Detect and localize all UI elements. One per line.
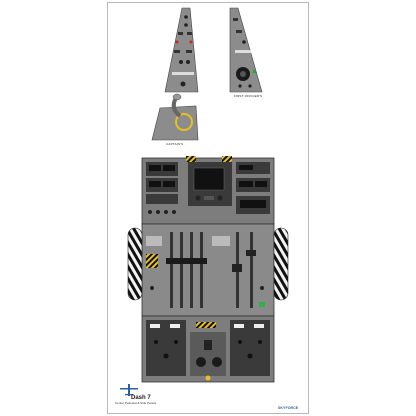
captain-panel-switch[interactable]: [178, 32, 183, 35]
poster-title: Dash 7: [131, 395, 151, 401]
first-officer-panel-label: FIRST OFFICER'S: [234, 94, 263, 98]
rudder-trim-knob[interactable]: [196, 357, 206, 367]
tiller-panel: [151, 93, 199, 141]
pedestal-throttle-quadrant: [127, 223, 289, 317]
power-lever-3[interactable]: [186, 258, 197, 264]
fo-panel-knob[interactable]: [248, 84, 252, 88]
control-panel: [146, 320, 186, 376]
aircraft-silhouette-icon: [120, 384, 138, 396]
captain-side-panel: [164, 7, 199, 93]
trim-wheel-right[interactable]: [273, 227, 289, 301]
power-lever-1[interactable]: [166, 258, 177, 264]
flap-lever[interactable]: [246, 250, 256, 256]
fo-panel-knob[interactable]: [242, 40, 246, 44]
captain-panel-knob[interactable]: [180, 81, 186, 87]
captain-panel-placard: [172, 72, 194, 75]
tiller-handle-base[interactable]: [175, 113, 193, 131]
amber-indicator: [205, 375, 211, 381]
hazard-stripe: [196, 322, 216, 328]
gps-knob[interactable]: [195, 195, 201, 201]
trim-wheel-left[interactable]: [127, 227, 143, 301]
hazard-stripe: [186, 156, 196, 162]
gps-knob[interactable]: [217, 195, 223, 201]
first-officer-side-panel: [229, 7, 263, 93]
brand-logo-text: SKYFORCE: [278, 406, 299, 410]
radio-knob[interactable]: [156, 210, 160, 214]
captain-panel-indicator: [189, 40, 193, 44]
fo-panel-big-knob-center: [240, 71, 246, 77]
panel-knob[interactable]: [163, 353, 169, 359]
panel-knob[interactable]: [154, 340, 158, 344]
center-control-block: [190, 332, 226, 376]
captain-panel-switch[interactable]: [174, 50, 180, 53]
captain-panel-knob[interactable]: [184, 15, 188, 19]
radio-knob[interactable]: [172, 210, 176, 214]
panel-knob[interactable]: [258, 340, 262, 344]
radio-display: [146, 194, 178, 204]
fo-panel-switch[interactable]: [233, 18, 238, 21]
radio-knob[interactable]: [164, 210, 168, 214]
gps-screen: [193, 167, 225, 191]
condition-lever[interactable]: [232, 264, 242, 272]
fo-panel-switch[interactable]: [236, 30, 242, 33]
hazard-stripe: [146, 254, 158, 268]
hazard-stripe: [222, 156, 232, 162]
control-panel: [230, 320, 270, 376]
radio-knob[interactable]: [148, 210, 152, 214]
panel-knob[interactable]: [247, 353, 253, 359]
captain-panel-knob[interactable]: [186, 60, 190, 64]
power-lever-2[interactable]: [176, 258, 187, 264]
captain-panel-switch[interactable]: [187, 32, 192, 35]
green-indicator: [259, 302, 265, 307]
captain-panel-label: CAPTAIN'S: [166, 142, 184, 146]
captain-panel-indicator: [175, 40, 179, 44]
poster-subtitle: Center Pedestal & Side Panels: [115, 401, 157, 405]
throttle-knob[interactable]: [150, 286, 154, 290]
rudder-trim-knob[interactable]: [212, 357, 222, 367]
captain-panel-knob[interactable]: [179, 60, 183, 64]
pedestal-upper: [141, 156, 275, 225]
fo-panel-indicator: [253, 70, 256, 73]
fo-panel-placard: [235, 50, 251, 53]
captain-panel-knob[interactable]: [184, 23, 188, 27]
power-lever-4[interactable]: [196, 258, 207, 264]
pedestal-lower: [141, 315, 275, 383]
captain-panel-switch[interactable]: [186, 50, 192, 53]
throttle-knob[interactable]: [260, 286, 264, 290]
panel-knob[interactable]: [174, 340, 178, 344]
fo-panel-knob[interactable]: [238, 84, 242, 88]
panel-knob[interactable]: [238, 340, 242, 344]
